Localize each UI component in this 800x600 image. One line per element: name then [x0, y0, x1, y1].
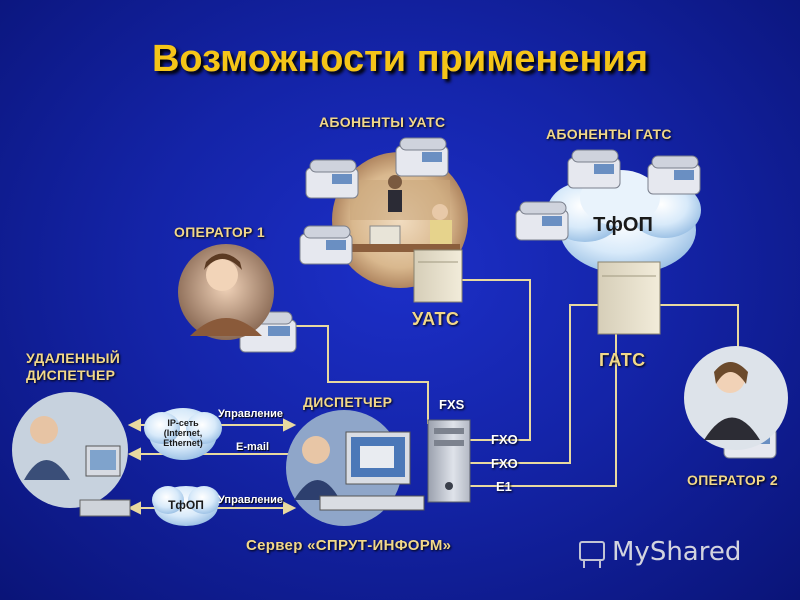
port-fxs: FXS: [439, 397, 464, 412]
label-remote-dispatcher-line2: ДИСПЕТЧЕР: [26, 367, 120, 384]
label-remote-dispatcher-line1: УДАЛЕННЫЙ: [26, 350, 120, 367]
watermark-logo: [580, 542, 604, 568]
link-control-2: Управление: [218, 494, 283, 506]
label-dispatcher: ДИСПЕТЧЕР: [303, 394, 392, 410]
label-pbx-subscribers: АБОНЕНТЫ УАТС: [319, 114, 445, 130]
line-uats-fxo: [462, 280, 530, 440]
ip-cloud-line3: Ethernet): [154, 438, 212, 448]
label-server: Сервер «СПРУТ-ИНФОРМ»: [246, 537, 451, 554]
ip-cloud-text: IP-сеть (Internet, Ethernet): [154, 418, 212, 448]
label-remote-dispatcher: УДАЛЕННЫЙ ДИСПЕТЧЕР: [26, 350, 120, 384]
phone-icon: [568, 150, 620, 188]
pstn-small-text: ТфОП: [160, 498, 212, 512]
phone-icon: [648, 156, 700, 194]
label-gats: ГАТС: [599, 350, 645, 371]
phone-icon: [516, 202, 568, 240]
ip-cloud-line1: IP-сеть: [154, 418, 212, 428]
line-gats-operator2: [660, 305, 738, 348]
operator2-photo: [684, 346, 788, 450]
label-operator2: ОПЕРАТОР 2: [687, 472, 778, 488]
gats-box: [598, 262, 660, 334]
watermark: MyShared: [612, 537, 741, 567]
label-operator1: ОПЕРАТОР 1: [174, 224, 265, 240]
remote-dispatcher-photo: [12, 392, 130, 516]
label-uats: УАТС: [412, 309, 459, 330]
uats-box: [414, 250, 462, 302]
link-control-1: Управление: [218, 408, 283, 420]
phone-icon: [300, 226, 352, 264]
operator1-photo: [178, 244, 274, 340]
phone-icon: [306, 160, 358, 198]
pstn-big-text: ТфОП: [578, 214, 668, 237]
port-fxo-2: FXO: [491, 456, 518, 471]
port-fxo-1: FXO: [491, 432, 518, 447]
ip-cloud-line2: (Internet,: [154, 428, 212, 438]
link-email: E-mail: [236, 441, 269, 453]
phone-icon: [396, 138, 448, 176]
dispatcher-photo: [286, 410, 424, 526]
label-city-subscribers: АБОНЕНТЫ ГАТС: [546, 126, 672, 142]
port-e1: E1: [496, 479, 512, 494]
server-tower: [428, 420, 470, 502]
